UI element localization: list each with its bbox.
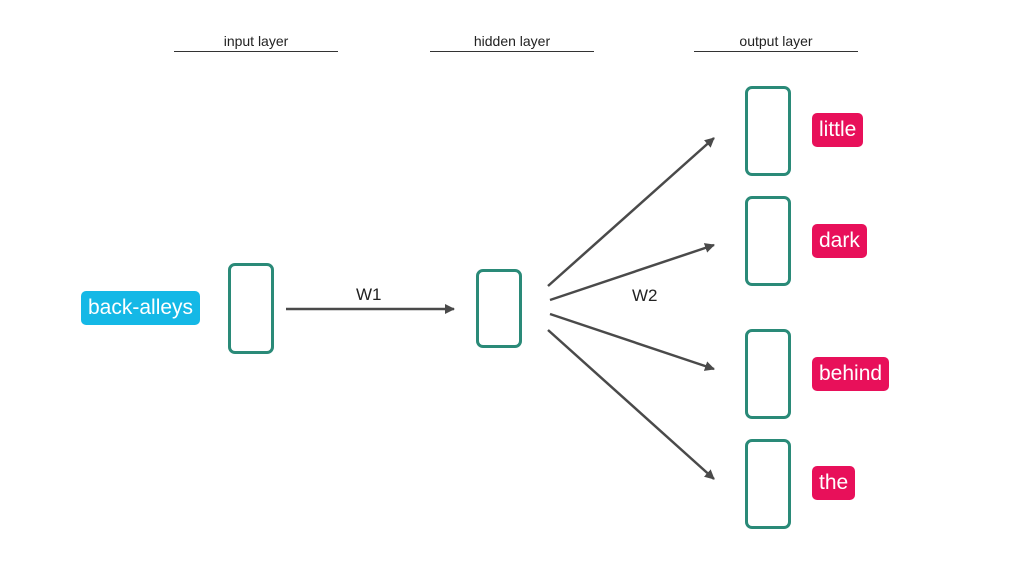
- output-node-3: [745, 329, 791, 419]
- arrow-hidden-to-output-4: [547, 329, 715, 480]
- hidden-layer-node: [476, 269, 522, 348]
- arrow-hidden-to-output-1: [547, 137, 715, 287]
- output-node-4: [745, 439, 791, 529]
- weight-label-w1: W1: [356, 285, 382, 304]
- input-layer-header: input layer: [174, 33, 338, 52]
- hidden-layer-header: hidden layer: [430, 33, 594, 52]
- output-word-4: the: [812, 466, 856, 500]
- output-word-1: little: [812, 113, 864, 147]
- output-word-3: behind: [812, 357, 890, 391]
- output-word-2: dark: [812, 224, 867, 258]
- output-node-2: [745, 196, 791, 286]
- arrow-hidden-to-output-3: [549, 312, 715, 371]
- arrow-hidden-to-output-2: [549, 243, 715, 302]
- input-word-tag: back-alleys: [81, 291, 201, 325]
- output-node-1: [745, 86, 791, 176]
- weight-label-w2: W2: [632, 286, 658, 305]
- output-layer-header: output layer: [694, 33, 858, 52]
- input-layer-node: [228, 263, 274, 354]
